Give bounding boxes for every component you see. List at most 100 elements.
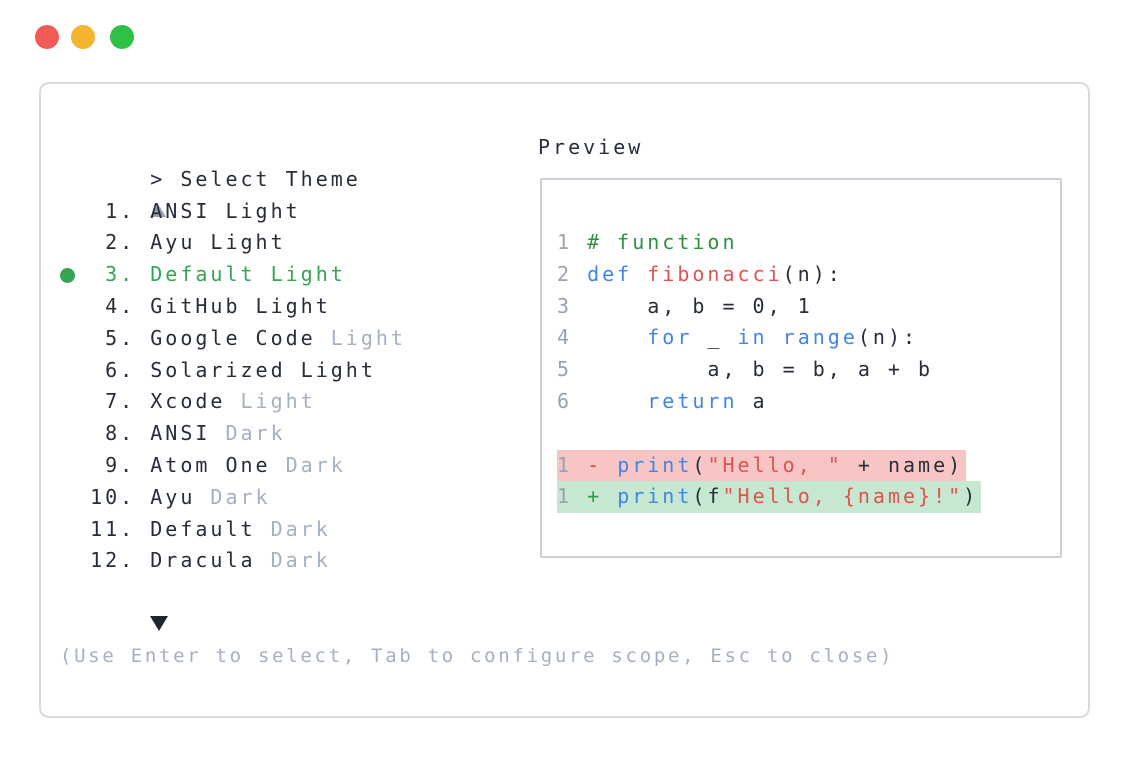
line-number: 6 (557, 388, 588, 413)
theme-item-label: Ayu (150, 484, 196, 509)
code-line: 3 a, b = 0, 1 (557, 291, 1060, 323)
code-line: 1 # function (557, 227, 1060, 259)
code-token-plain: a, b = b, a + b (587, 357, 934, 382)
spacer-row (60, 609, 960, 641)
code-line-content: 5 a, b = b, a + b (557, 354, 936, 386)
theme-item[interactable]: 8. ANSI Dark (60, 418, 960, 450)
theme-item[interactable]: 2. Ayu Light (60, 227, 960, 259)
theme-item-variant: Dark (255, 516, 331, 541)
code-token-plain (602, 453, 617, 477)
code-token-plain: (n): (782, 261, 843, 286)
scroll-down-icon[interactable] (150, 615, 169, 631)
code-token-comment: # function (587, 230, 738, 254)
code-token-kw: range (782, 325, 858, 350)
code-line: 5 a, b = b, a + b (557, 354, 1060, 386)
window-maximize-dot[interactable] (110, 25, 134, 49)
theme-item-number: 8. (60, 421, 151, 446)
theme-item-label: GitHub Light (150, 293, 331, 318)
theme-item-label: Default Light (150, 262, 346, 287)
code-line (557, 418, 1060, 450)
code-token-plain: a, b = 0, 1 (587, 293, 813, 318)
theme-selector: > Select Theme 1. ANSI Light 2. Ayu Ligh… (60, 132, 960, 673)
theme-item-label: ANSI (150, 421, 211, 446)
line-number: 4 (557, 325, 588, 350)
theme-item[interactable]: 1. ANSI Light (60, 196, 960, 228)
theme-item-variant: Dark (195, 484, 271, 509)
selected-dot-icon (60, 267, 75, 283)
code-line-content: 3 a, b = 0, 1 (557, 291, 816, 323)
theme-item[interactable]: 7. Xcode Light (60, 386, 960, 418)
code-token-plain (587, 325, 647, 349)
line-number: 1 (557, 452, 588, 477)
code-token-plain: + name) (842, 452, 964, 477)
theme-item[interactable]: 11. Default Dark (60, 514, 960, 546)
theme-item-number: 9. (60, 452, 151, 477)
code-line-content: 4 for _ in range(n): (557, 322, 921, 354)
theme-list: 1. ANSI Light 2. Ayu Light 3. Default Li… (60, 196, 960, 578)
line-number: 3 (557, 293, 588, 318)
code-line-content: 1 # function (557, 227, 741, 259)
theme-item-label: Default (150, 516, 256, 541)
code-token-kw: return (647, 388, 738, 413)
code-token-plain (602, 484, 617, 508)
code-token-minus: - (587, 452, 603, 477)
theme-item-number: 5. (60, 325, 151, 350)
theme-item[interactable]: 3. Default Light (60, 259, 960, 291)
line-number: 1 (557, 484, 588, 509)
code-token-plus: + (587, 484, 603, 509)
theme-item-number: 1. (60, 198, 151, 223)
theme-item-number: 4. (60, 293, 151, 318)
theme-item-number: 6. (60, 357, 151, 382)
theme-item-label: ANSI Light (150, 198, 301, 223)
line-number: 2 (557, 261, 588, 286)
select-theme-prompt: > Select Theme (60, 132, 960, 191)
diff-line-added: 1 + print(f"Hello, {name}!") (557, 481, 982, 514)
code-token-plain: (f (692, 484, 723, 509)
theme-item[interactable]: 9. Atom One Dark (60, 450, 960, 482)
code-line: 2 def fibonacci(n): (557, 259, 1060, 291)
theme-picker-panel: > Select Theme 1. ANSI Light 2. Ayu Ligh… (39, 82, 1090, 718)
code-line: 1 - print("Hello, " + name) (557, 449, 1060, 482)
theme-item-variant: Light (315, 325, 406, 350)
window-close-dot[interactable] (35, 25, 59, 49)
code-line: 4 for _ in range(n): (557, 322, 1060, 354)
code-token-plain: (n): (857, 325, 919, 350)
theme-item-label: Google Code (150, 325, 316, 350)
code-token-kw: def (587, 261, 648, 286)
theme-item-label: Dracula (150, 548, 256, 573)
code-token-plain: ) (963, 484, 979, 509)
line-number: 1 (557, 230, 588, 254)
code-token-fn: fibonacci (647, 261, 783, 286)
code-line: 1 + print(f"Hello, {name}!") (557, 481, 1060, 514)
theme-item[interactable]: 10. Ayu Dark (60, 482, 960, 514)
theme-item[interactable]: 6. Solarized Light (60, 355, 960, 387)
line-number (557, 421, 587, 445)
scroll-up-row (60, 164, 960, 217)
theme-item[interactable]: 5. Google Code Light (60, 323, 960, 355)
theme-item-variant: Dark (270, 452, 346, 477)
code-line-content (557, 418, 590, 450)
code-token-kw: print (617, 484, 693, 509)
window-minimize-dot[interactable] (71, 25, 95, 49)
theme-item[interactable]: 4. GitHub Light (60, 291, 960, 323)
theme-item-number: 3. (60, 262, 151, 287)
theme-item[interactable]: 12. Dracula Dark (60, 545, 960, 577)
code-line: 6 return a (557, 386, 1060, 418)
theme-item-variant: Light (225, 389, 316, 414)
code-token-plain: ( (692, 452, 708, 477)
scroll-up-icon[interactable] (150, 203, 167, 217)
code-token-kw: in (737, 325, 768, 350)
theme-item-number: 7. (60, 389, 151, 414)
code-line-content: 6 return a (557, 386, 771, 418)
code-token-kw: print (617, 452, 693, 477)
preview-title: Preview (538, 135, 644, 159)
theme-item-label: Xcode (150, 389, 226, 414)
theme-item-number: 10. (60, 484, 151, 509)
theme-item-label: Ayu Light (150, 230, 286, 255)
code-line-content: 2 def fibonacci(n): (557, 259, 846, 291)
theme-item-label: Solarized Light (150, 357, 376, 382)
diff-line-removed: 1 - print("Hello, " + name) (557, 449, 967, 482)
theme-item-label: Atom One (150, 452, 271, 477)
scroll-down-row (60, 577, 960, 631)
